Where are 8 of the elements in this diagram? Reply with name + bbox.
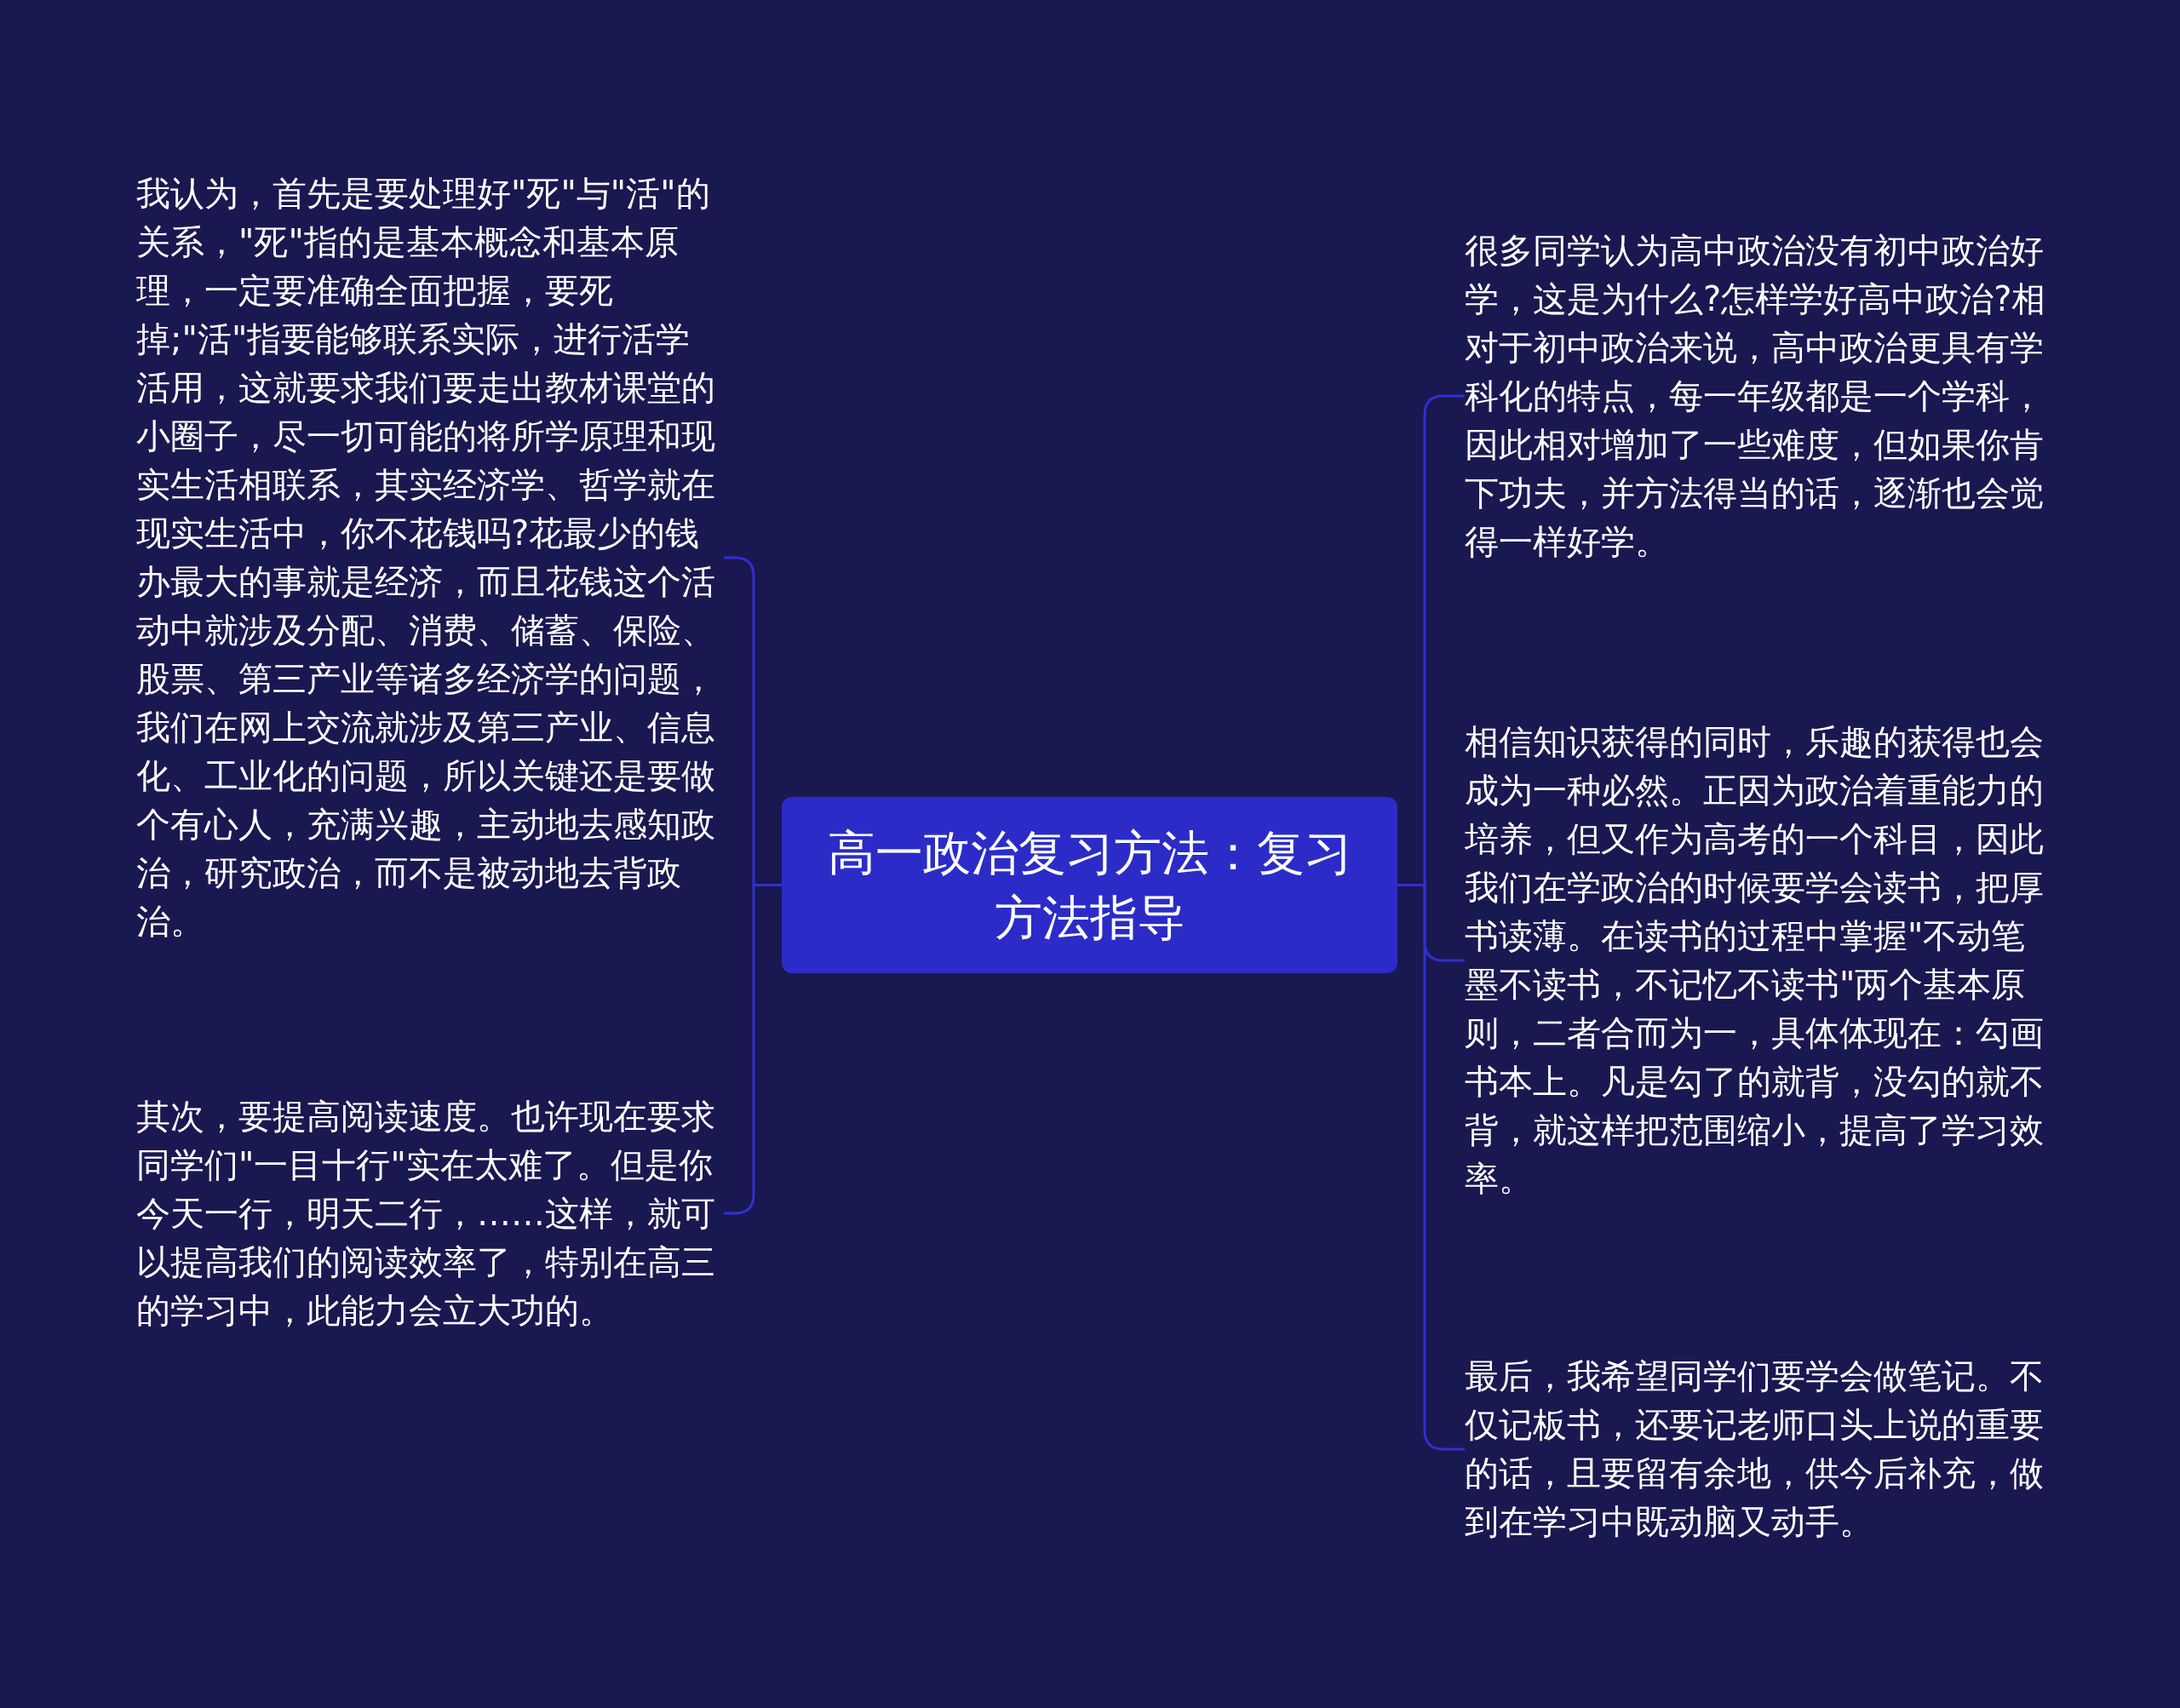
topic-paragraph: 很多同学认为高中政治没有初中政治好学，这是为什么?怎样学好高中政治?相对于初中政治来说，高中政治更具有学科化的特点，每一年级都是一个学科，因此相对增加了一些难度，但如果你肯下功夫，并方法得当的话，逐渐也会觉得一样好学。 (1465, 196, 2052, 596)
topic-paragraph: 我认为，首先是要处理好"死"与"活"的关系，"死"指的是基本概念和基本原理，一定要准确全面把握，要死掉;"活"指要能够联系实际，进行活学活用，这就要求我们要走出教材课堂的小圈子，尽一切可能的将所学原理和现实生活相联系，其实经济学、哲学就在现实生活中，你不花钱吗?花最少的钱办最大的事就是经济，而且花钱这个活动中就涉及分配、消费、储蓄、保险、股票、第三产业等诸多经济学的问题，我们在网上交流就涉及第三产业、信息化、工业化的问题，所以关键还是要做个有心人，充满兴趣，主动地去感知政治，研究政治，而不是被动地去背政治。 (136, 132, 724, 983)
topic-paragraph: 最后，我希望同学们要学会做笔记。不仅记板书，还要记老师口头上说的重要的话，且要留有余地，供今后补充，做到在学习中既动脑又动手。 (1465, 1321, 2052, 1577)
central-topic-text: 高一政治复习方法：复习方法指导 (826, 823, 1353, 947)
central-topic-box (782, 797, 1397, 973)
connector-line (724, 884, 782, 1215)
topic-paragraph: 其次，要提高阅读速度。也许现在要求同学们"一目十行"实在太难了。但是你今天一行，明天二行，……这样，就可以提高我们的阅读效率了，特别在高三的学习中，此能力会立大功的。 (136, 1064, 724, 1362)
topic-paragraph: 相信知识获得的同时，乐趣的获得也会成为一种必然。正因为政治着重能力的培养，但又作为高考的一个科目，因此我们在学政治的时候要学会读书，把厚书读薄。在读书的过程中掌握"不动笔墨不读书，不记忆不读书"两个基本原则，二者合而为一，具体体现在：勾画书本上。凡是勾了的就背，没勾的就不背，就这样把范围缩小，提高了学习效率。 (1465, 688, 2052, 1233)
